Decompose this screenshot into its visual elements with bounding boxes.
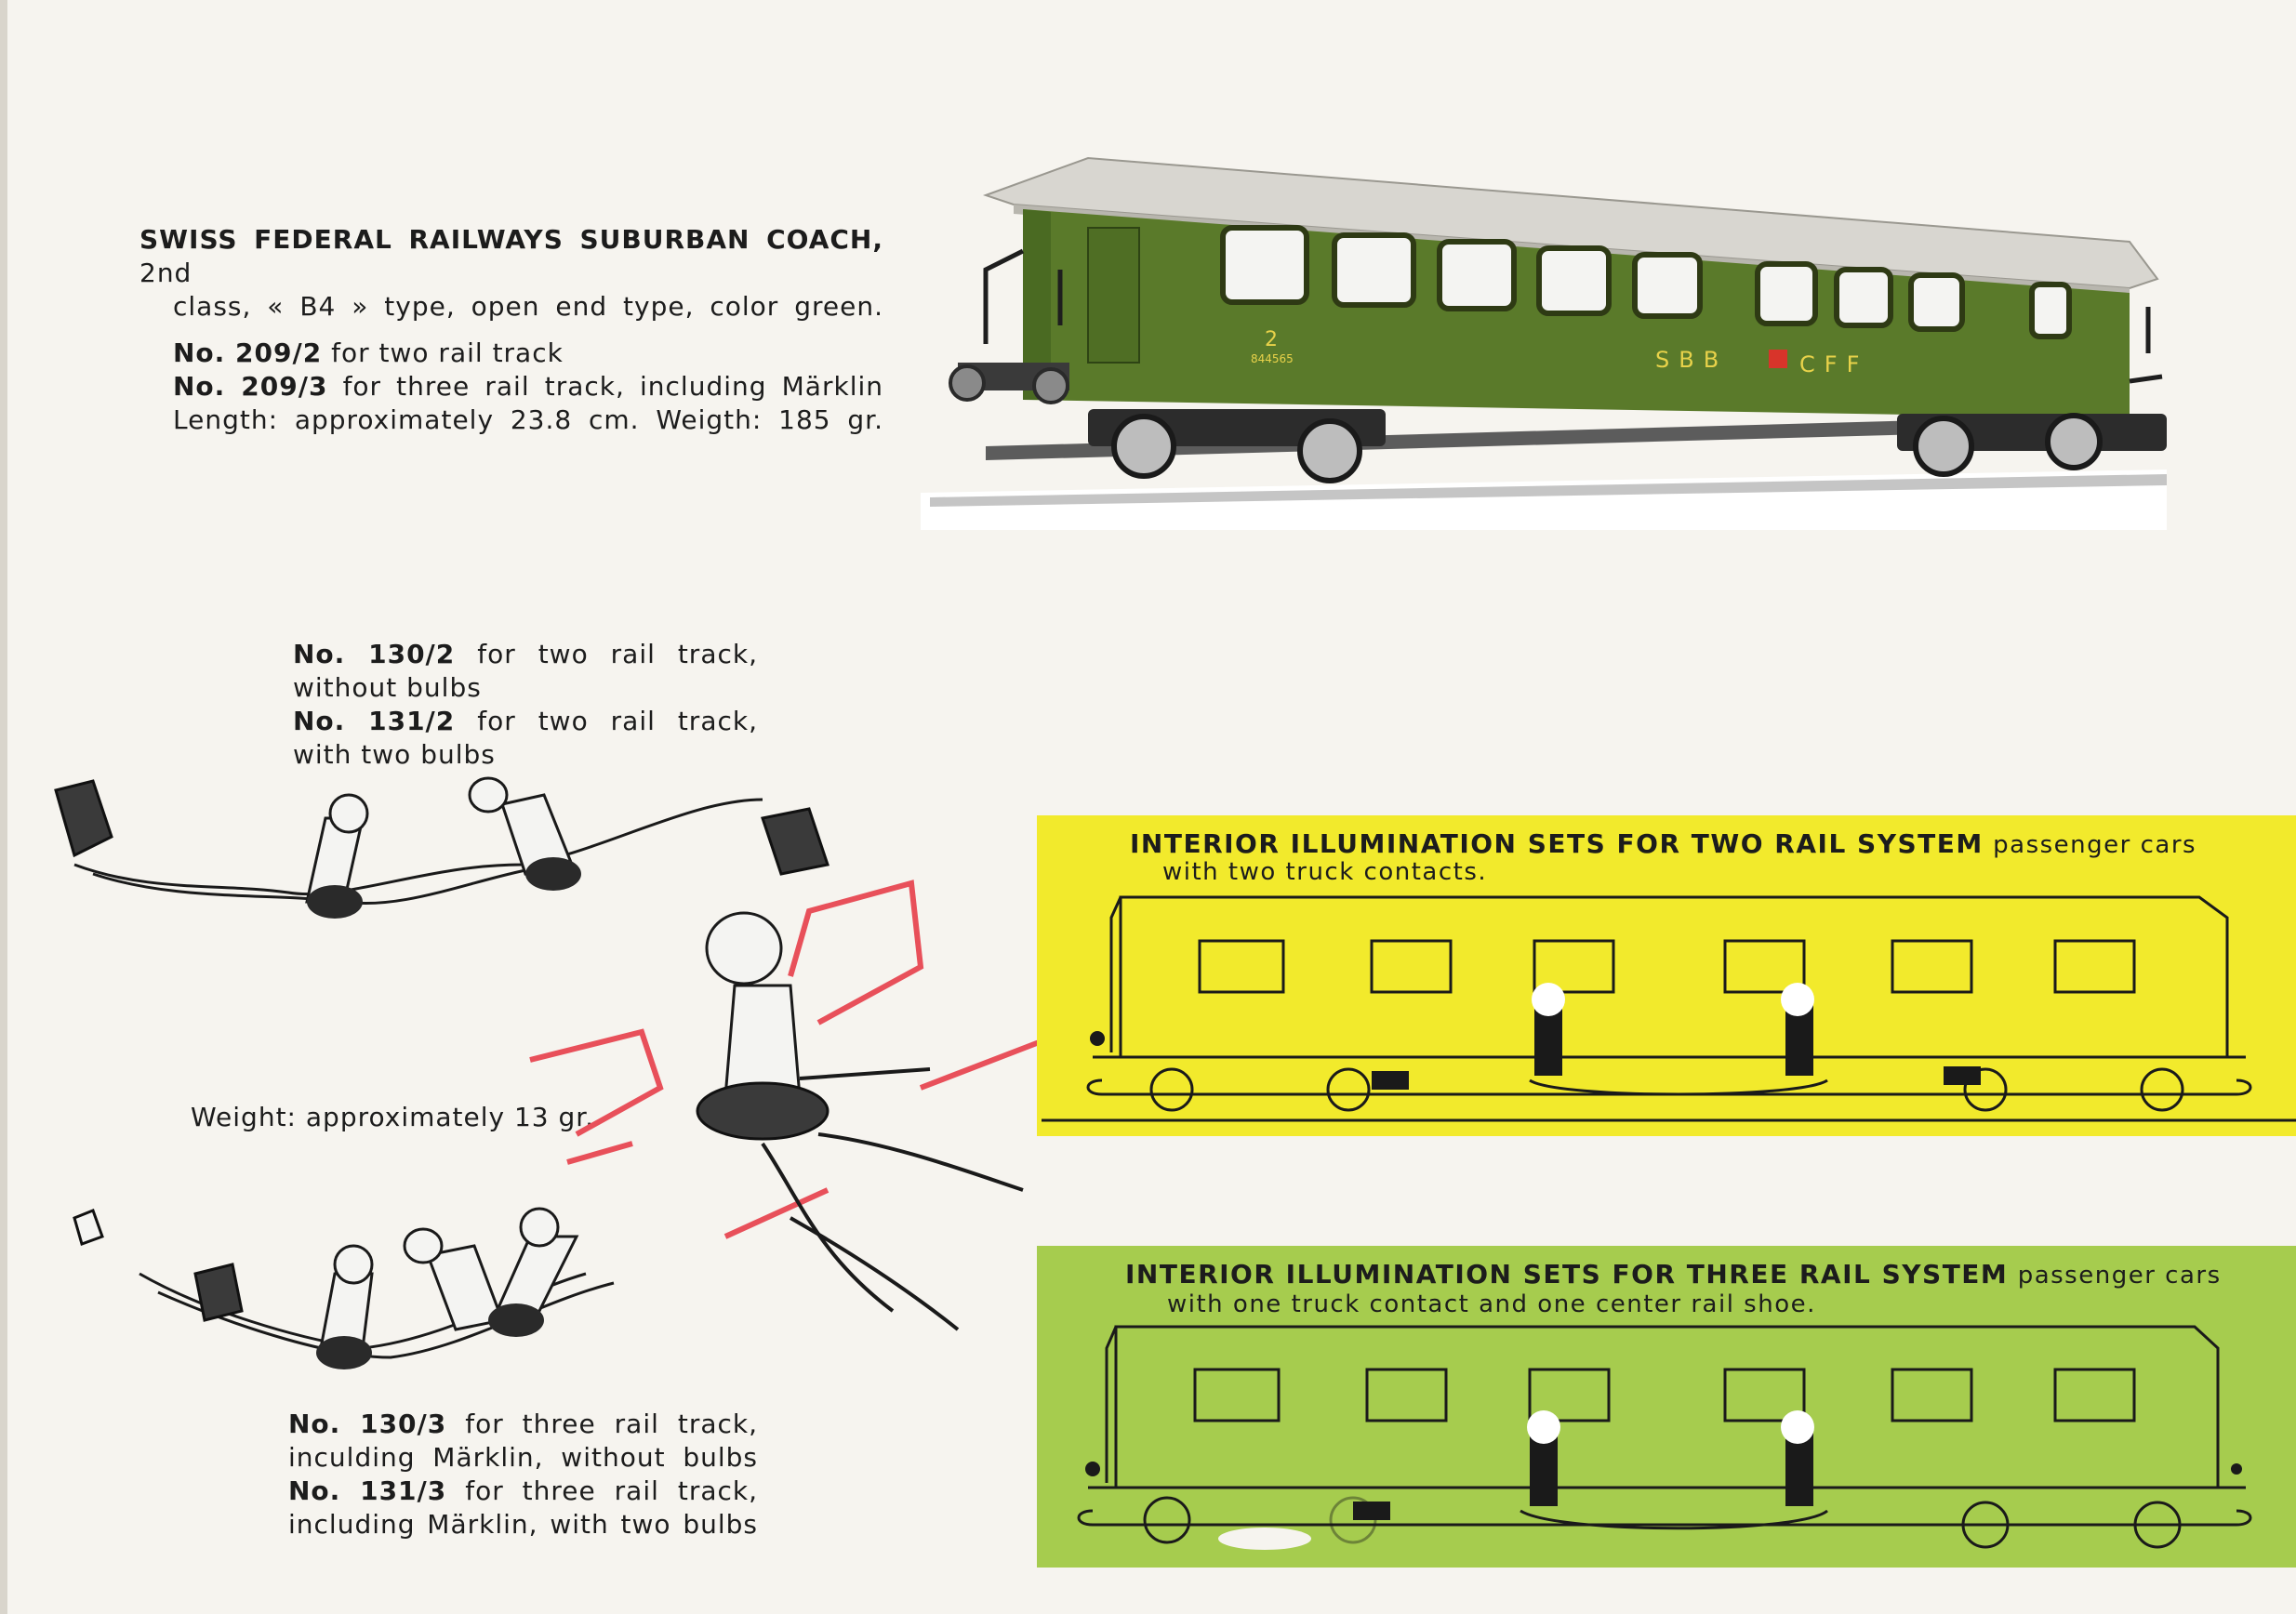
two-rail-bulb-right-icon bbox=[1781, 983, 1814, 1016]
coach-illustration: 2 844565 SBB CFF bbox=[921, 156, 2167, 530]
coach-line1: No. 209/2 for two rail track bbox=[139, 337, 883, 370]
set-131-2: No. 131/2 for two rail track, bbox=[293, 705, 758, 738]
set-130-3-no: No. 130/3 bbox=[288, 1409, 447, 1439]
coach-line1-no: No. 209/2 bbox=[173, 337, 323, 368]
set-130-2-text2: without bulbs bbox=[293, 672, 482, 703]
set-131-2-text2: with two bulbs bbox=[293, 739, 496, 770]
swiss-cross-icon bbox=[1769, 350, 1787, 368]
page-edge bbox=[0, 0, 7, 1614]
two-rail-wiring-sketch bbox=[54, 776, 829, 919]
coach-title-line: SWISS FEDERAL RAILWAYS SUBURBAN COACH, 2… bbox=[139, 223, 883, 290]
three-rail-bulb-right-icon bbox=[1781, 1410, 1814, 1444]
three-rail-set-text: No. 130/3 for three rail track, inculdin… bbox=[288, 1408, 758, 1541]
coach-car-number: 844565 bbox=[1251, 352, 1294, 365]
two-rail-car-diagram bbox=[1042, 895, 2296, 1122]
installation-sketch bbox=[529, 880, 1043, 1331]
set-130-3-text2: inculding Märklin, without bulbs bbox=[288, 1442, 758, 1473]
set-130-2-text: for two rail track, bbox=[477, 639, 758, 669]
panel-three-rail-subtitle: with one truck contact and one center ra… bbox=[1167, 1290, 1816, 1318]
two-rail-set-text: No. 130/2 for two rail track, without bu… bbox=[293, 638, 758, 772]
panel-two-rail-title-line: INTERIOR ILLUMINATION SETS FOR TWO RAIL … bbox=[1130, 828, 2196, 859]
coach-title-tail: 2nd bbox=[139, 258, 192, 288]
panel-three-rail-title-line: INTERIOR ILLUMINATION SETS FOR THREE RAI… bbox=[1125, 1259, 2222, 1290]
set-131-3: No. 131/3 for three rail track, bbox=[288, 1475, 758, 1508]
set-130-3: No. 130/3 for three rail track, bbox=[288, 1408, 758, 1441]
panel-two-rail-subtitle: with two truck contacts. bbox=[1162, 858, 1488, 886]
panel-two-rail: INTERIOR ILLUMINATION SETS FOR TWO RAIL … bbox=[1037, 815, 2296, 1136]
set-131-3-text2: including Märklin, with two bulbs bbox=[288, 1509, 758, 1540]
set-131-3-no: No. 131/3 bbox=[288, 1475, 447, 1506]
set-130-2: No. 130/2 for two rail track, bbox=[293, 638, 758, 671]
coach-dimensions: Length: approximately 23.8 cm. Weigth: 1… bbox=[173, 404, 883, 435]
coach-line2-no: No. 209/3 bbox=[173, 371, 328, 402]
panel-three-rail-title: INTERIOR ILLUMINATION SETS FOR THREE RAI… bbox=[1125, 1259, 2009, 1290]
panel-three-rail: INTERIOR ILLUMINATION SETS FOR THREE RAI… bbox=[1037, 1246, 2296, 1568]
coach-line1-text: for two rail track bbox=[331, 337, 564, 368]
set-131-3-text: for three rail track, bbox=[465, 1475, 759, 1506]
weight-text: Weight: approximately 13 gr. bbox=[191, 1102, 595, 1132]
three-rail-wiring-sketch bbox=[73, 1207, 615, 1369]
coach-lettering-sbb: SBB bbox=[1655, 347, 1728, 373]
three-rail-car-diagram bbox=[1077, 1325, 2252, 1550]
set-130-3-text: for three rail track, bbox=[465, 1409, 759, 1439]
set-131-2-text: for two rail track, bbox=[477, 706, 758, 736]
panel-two-rail-title-tail: passenger cars bbox=[1993, 831, 2197, 859]
panel-three-rail-title-tail: passenger cars bbox=[2017, 1262, 2222, 1290]
coach-line2: No. 209/3 for three rail track, includin… bbox=[139, 370, 883, 404]
coach-title: SWISS FEDERAL RAILWAYS SUBURBAN COACH, bbox=[139, 224, 883, 255]
set-130-2-no: No. 130/2 bbox=[293, 639, 456, 669]
coach-desc: class, « B4 » type, open end type, color… bbox=[173, 291, 883, 322]
two-rail-bulb-left-icon bbox=[1532, 983, 1565, 1016]
coach-lettering-cff: CFF bbox=[1799, 351, 1868, 377]
set-131-2-no: No. 131/2 bbox=[293, 706, 456, 736]
panel-two-rail-title: INTERIOR ILLUMINATION SETS FOR TWO RAIL … bbox=[1130, 828, 1984, 859]
coach-line2-text: for three rail track, including Märklin bbox=[342, 371, 883, 402]
three-rail-bulb-left-icon bbox=[1527, 1410, 1560, 1444]
coach-description: SWISS FEDERAL RAILWAYS SUBURBAN COACH, 2… bbox=[139, 223, 883, 437]
coach-class-number: 2 bbox=[1265, 328, 1278, 351]
